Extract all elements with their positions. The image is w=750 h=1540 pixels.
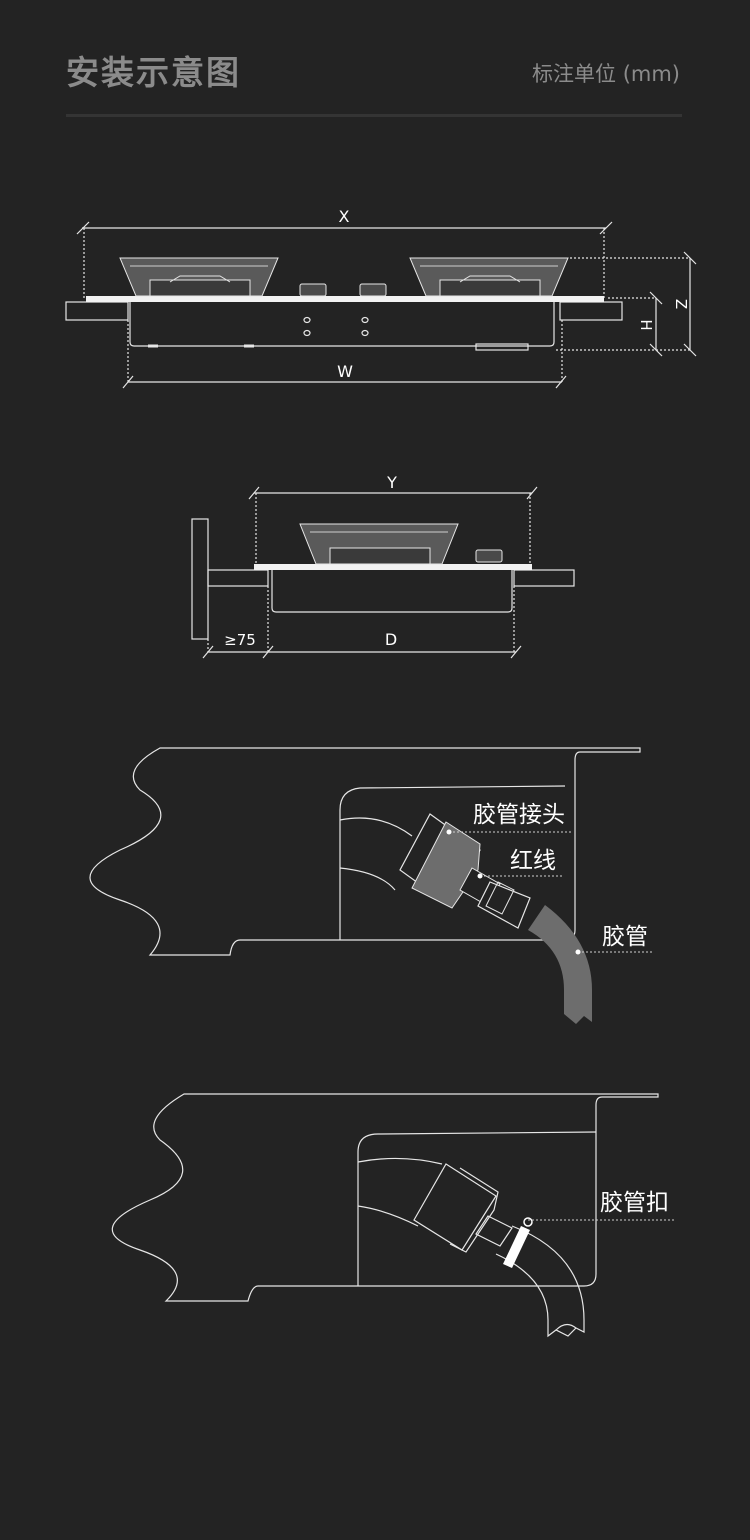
header-divider (66, 114, 682, 117)
label-hose: 胶管 (602, 924, 648, 950)
hose-clamp-icon (503, 1226, 530, 1268)
label-x: X (339, 207, 350, 226)
hose-connector-diagram: 胶管接头 红线 胶管 (89, 747, 652, 1024)
countertop-right (513, 569, 575, 587)
page-header: 安装示意图 标注单位 (mm) (0, 0, 750, 120)
countertop-left (207, 569, 269, 587)
burner-right-icon (409, 257, 569, 297)
countertop-section (89, 747, 641, 956)
knob-icon (299, 283, 327, 297)
side-view-diagram: Y D ≥75 (191, 473, 575, 659)
label-h: H (637, 319, 655, 330)
front-view-diagram: X W Z H (65, 207, 697, 389)
knob-icon (359, 283, 387, 297)
label-z: Z (672, 299, 690, 309)
burner-side-icon (299, 523, 459, 565)
unit-note: 标注单位 (mm) (532, 62, 680, 86)
hose-connector-icon (399, 813, 531, 929)
burner-left-icon (119, 257, 279, 297)
countertop-section (111, 1093, 659, 1302)
glass-top (86, 296, 604, 302)
page-title: 安装示意图 (66, 53, 241, 92)
label-y: Y (386, 473, 397, 492)
hob-body (271, 570, 513, 613)
label-d: D (385, 630, 397, 649)
label-gap: ≥75 (224, 631, 256, 649)
glass-top (254, 564, 532, 570)
hose-outline (495, 1225, 585, 1338)
hob-body (129, 302, 555, 347)
label-clamp: 胶管扣 (600, 1190, 669, 1216)
knob-icon (475, 549, 503, 563)
label-connector: 胶管接头 (473, 802, 565, 828)
label-redline: 红线 (510, 848, 556, 874)
label-w: W (337, 362, 353, 381)
hose-shape (528, 905, 592, 1024)
